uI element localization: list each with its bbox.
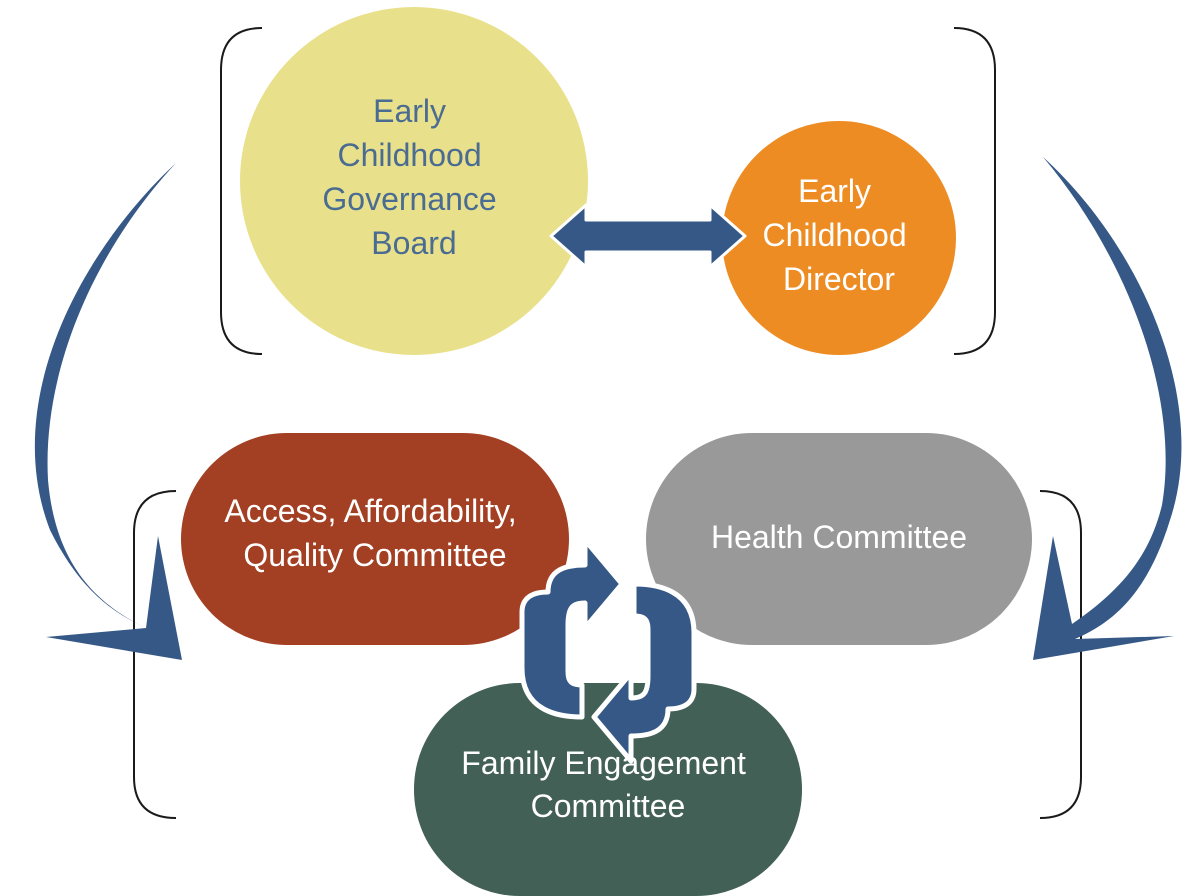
top-right-bracket bbox=[953, 27, 996, 355]
director-node: Early Childhood Director bbox=[722, 121, 956, 355]
family-committee-label: Family Engagement Committee bbox=[461, 745, 754, 824]
governance-board-line-1: Early bbox=[373, 93, 446, 129]
governance-board-line-2: Childhood bbox=[338, 137, 482, 173]
health-committee-node: Health Committee bbox=[646, 433, 1032, 645]
family-committee-line-1: Family Engagement bbox=[461, 745, 746, 781]
bottom-right-bracket bbox=[1039, 490, 1082, 819]
director-line-3: Director bbox=[783, 261, 895, 297]
health-committee-label: Health Committee bbox=[711, 519, 967, 555]
director-line-2: Childhood bbox=[763, 217, 907, 253]
refresh-cycle-icon bbox=[519, 537, 697, 764]
director-line-1: Early bbox=[798, 173, 871, 209]
access-committee-line-1: Access, Affordability, bbox=[224, 493, 516, 529]
access-committee-node: Access, Affordability, Quality Committee bbox=[181, 433, 569, 645]
family-committee-line-2: Committee bbox=[531, 788, 686, 824]
bottom-left-bracket bbox=[133, 490, 177, 819]
access-committee-line-2: Quality Committee bbox=[243, 537, 506, 573]
governance-board-label: Early Childhood Governance Board bbox=[322, 93, 505, 261]
governance-board-line-3: Governance bbox=[322, 181, 496, 217]
access-committee-label: Access, Affordability, Quality Committee bbox=[224, 493, 525, 573]
curved-arrow-left-icon bbox=[34, 163, 182, 660]
family-committee-node: Family Engagement Committee bbox=[414, 683, 802, 896]
director-label: Early Childhood Director bbox=[763, 173, 916, 297]
governance-board-node: Early Childhood Governance Board bbox=[240, 7, 588, 355]
health-committee-line-1: Health Committee bbox=[711, 519, 967, 555]
governance-board-line-4: Board bbox=[371, 225, 456, 261]
double-arrow-icon bbox=[549, 203, 747, 269]
curved-arrow-right-icon bbox=[1033, 157, 1182, 660]
top-left-bracket bbox=[220, 27, 263, 355]
